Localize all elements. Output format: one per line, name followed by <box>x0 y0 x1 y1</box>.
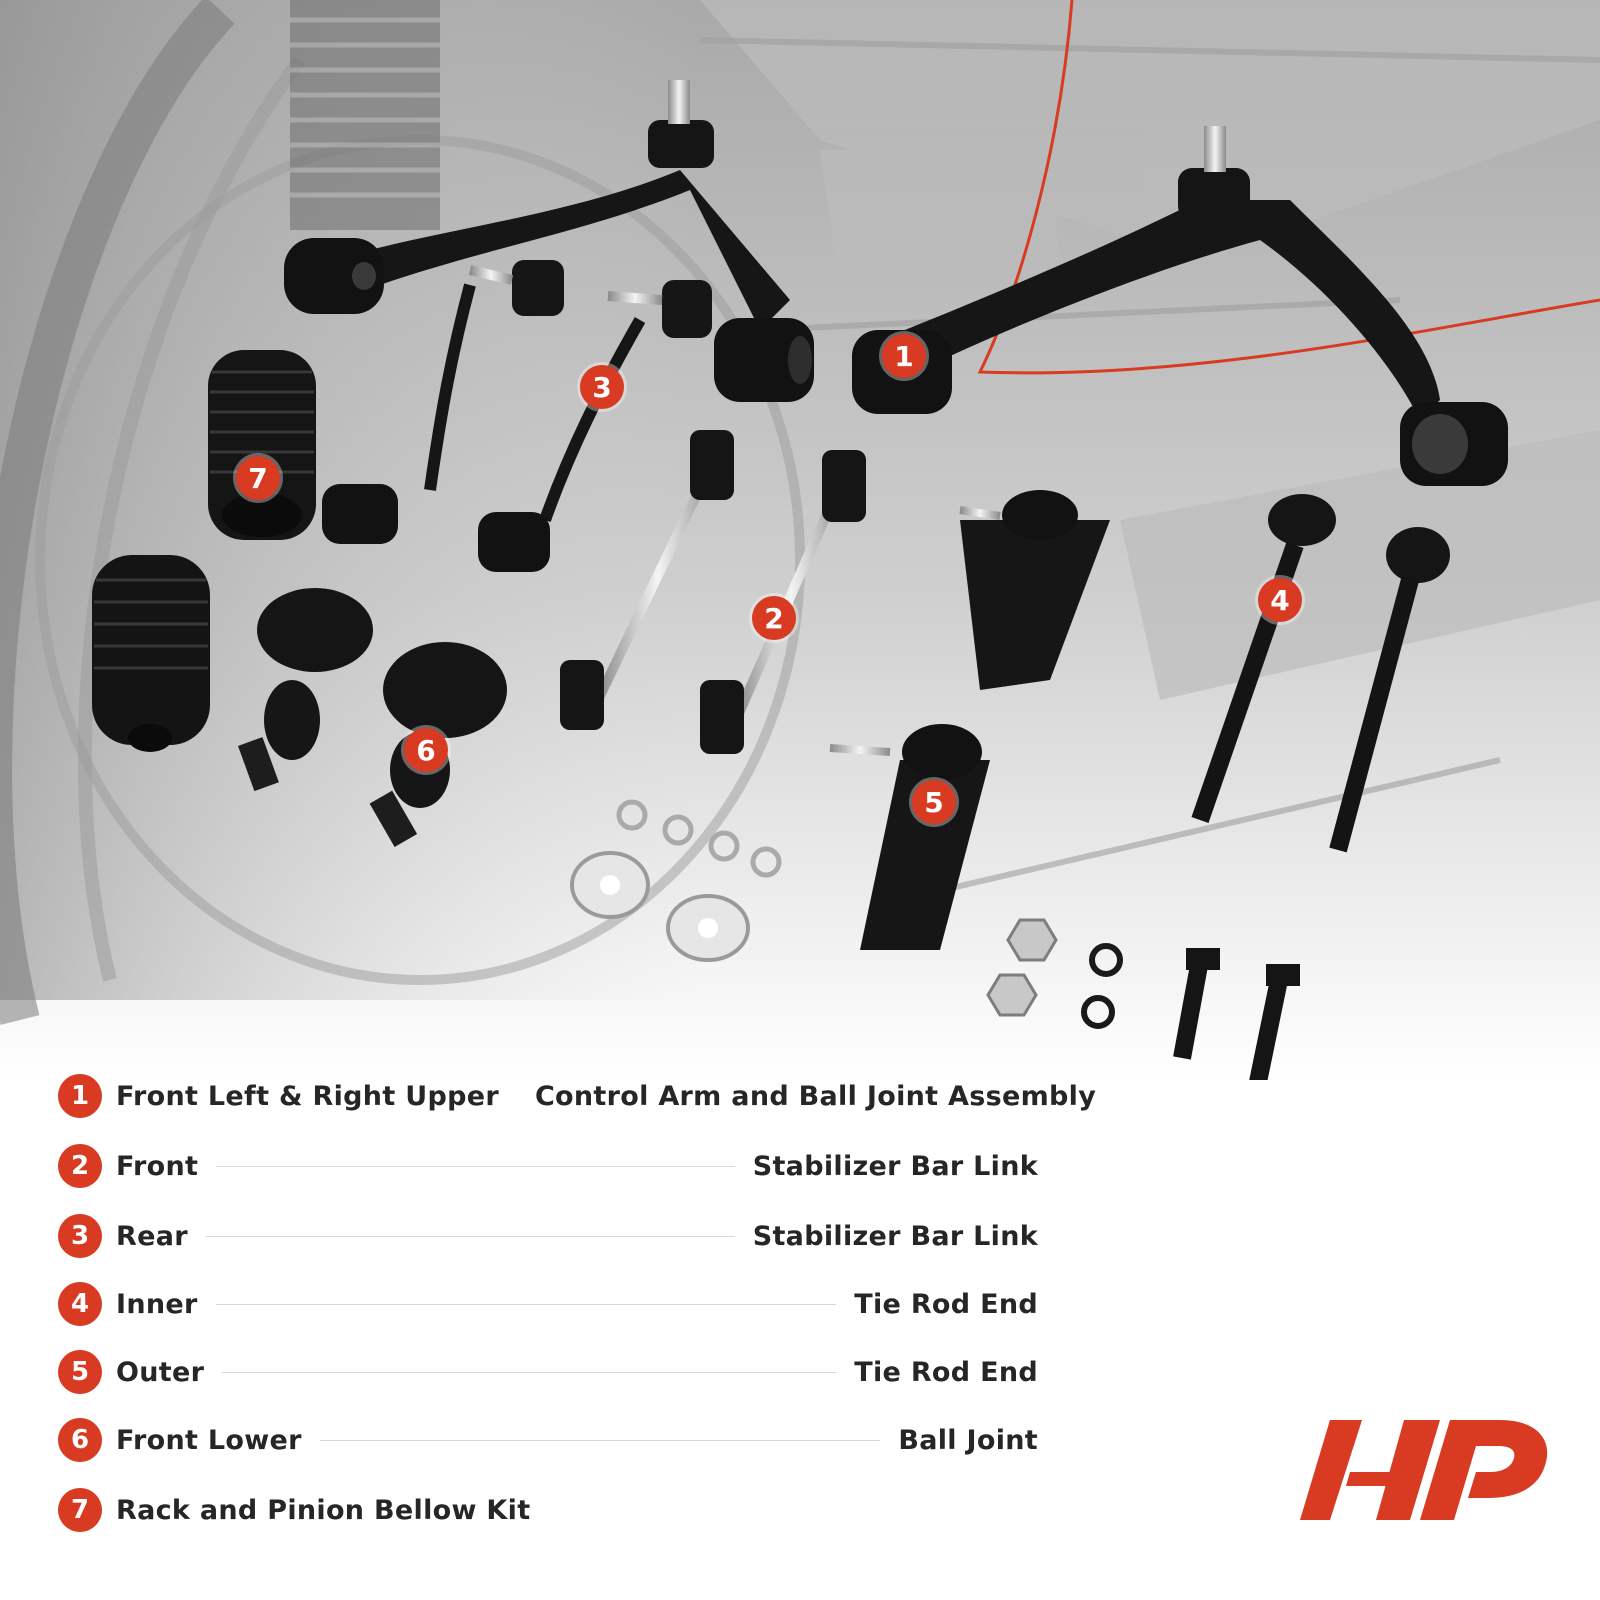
legend-item-position: Inner <box>116 1288 198 1320</box>
callout-badge-6: 6 <box>404 728 448 772</box>
callout-badge-2: 2 <box>752 596 796 640</box>
callout-badge-5: 5 <box>912 780 956 824</box>
callout-badge-1: 1 <box>882 334 926 378</box>
leader-line <box>222 1371 837 1373</box>
hardware <box>570 799 1300 1080</box>
legend-item-part: Ball Joint <box>898 1424 1038 1456</box>
legend-item-part: Tie Rod End <box>854 1356 1038 1388</box>
legend-item-position: Rack and Pinion Bellow Kit <box>116 1494 531 1526</box>
legend-item-position: Front Lower <box>116 1424 302 1456</box>
legend-row: 7 Rack and Pinion Bellow Kit <box>58 1486 1038 1534</box>
legend-number-badge: 6 <box>58 1418 102 1462</box>
outer-tie-rod-ends <box>829 490 1110 950</box>
legend-number-badge: 2 <box>58 1144 102 1188</box>
rack-pinion-bellows <box>92 350 316 752</box>
legend-row: 5 Outer Tie Rod End <box>58 1348 1038 1396</box>
legend-item-position: Front <box>116 1150 199 1182</box>
front-stabilizer-links <box>560 430 866 754</box>
leader-line <box>215 1303 837 1305</box>
legend-item-position: Front Left & Right Upper <box>116 1080 499 1112</box>
legend-number-badge: 3 <box>58 1214 102 1258</box>
legend-row: 4 Inner Tie Rod End <box>58 1280 1038 1328</box>
callout-badge-7: 7 <box>236 456 280 500</box>
legend-item-part: Control Arm and Ball Joint Assembly <box>534 1080 1097 1112</box>
legend-row: 1 Front Left & Right Upper Control Arm a… <box>58 1072 1096 1120</box>
legend-number-badge: 1 <box>58 1074 102 1118</box>
legend-item-part: Tie Rod End <box>854 1288 1038 1320</box>
leader-line <box>319 1439 881 1441</box>
callout-badge-4: 4 <box>1258 578 1302 622</box>
logo-slash-mark <box>1300 1420 1362 1520</box>
legend-row: 6 Front Lower Ball Joint <box>58 1416 1038 1464</box>
legend-number-badge: 4 <box>58 1282 102 1326</box>
leader-line <box>205 1235 735 1237</box>
product-scene <box>0 0 1600 1080</box>
logo-a-leg <box>1376 1420 1440 1520</box>
callout-badge-3: 3 <box>580 365 624 409</box>
legend-number-badge: 5 <box>58 1350 102 1394</box>
legend-item-position: Rear <box>116 1220 188 1252</box>
rear-stabilizer-links <box>322 260 712 572</box>
leader-line <box>216 1165 735 1167</box>
background-photo <box>0 0 1600 1080</box>
highlight-arc <box>977 0 1600 375</box>
legend-number-badge: 7 <box>58 1488 102 1532</box>
upper-control-arm-left <box>284 80 814 402</box>
legend-item-part: Stabilizer Bar Link <box>752 1150 1038 1182</box>
legend-item-part: Stabilizer Bar Link <box>752 1220 1038 1252</box>
legend-row: 2 Front Stabilizer Bar Link <box>58 1142 1038 1190</box>
legend-row: 3 Rear Stabilizer Bar Link <box>58 1212 1038 1260</box>
legend-item-position: Outer <box>116 1356 205 1388</box>
logo-p-mark <box>1420 1420 1548 1520</box>
upper-control-arm-right <box>852 126 1508 486</box>
brand-logo <box>1300 1420 1548 1520</box>
